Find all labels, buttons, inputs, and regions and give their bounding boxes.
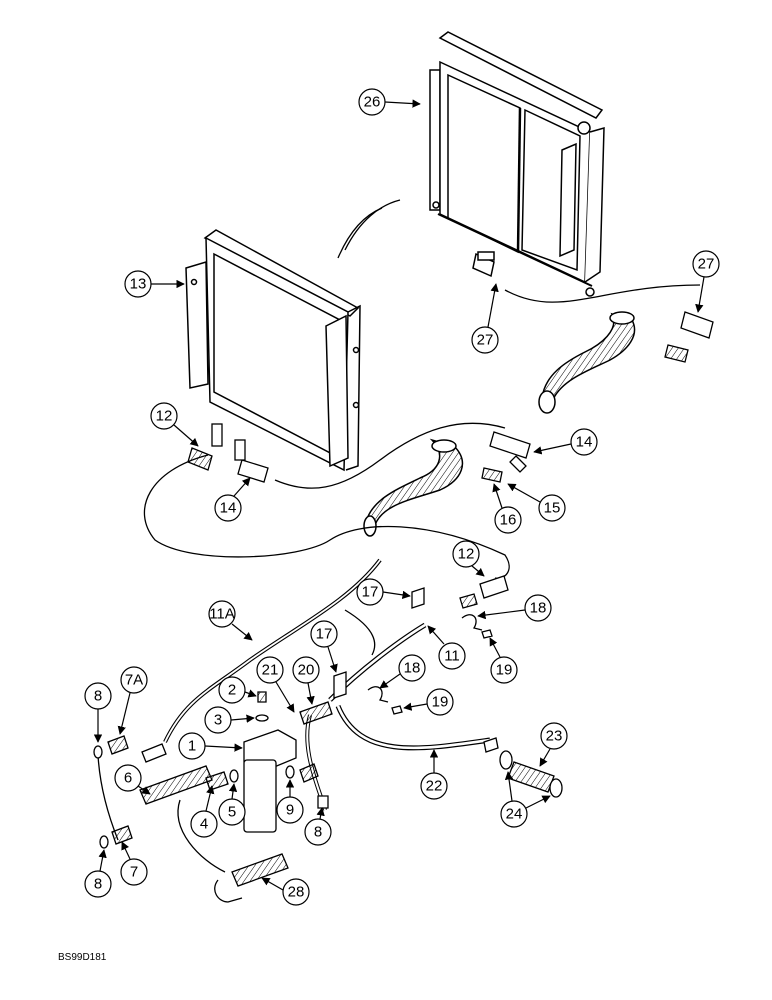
svg-text:27: 27 [477,332,494,349]
svg-text:23: 23 [546,728,563,745]
svg-text:12: 12 [156,408,173,425]
svg-text:8: 8 [94,688,102,705]
callout-7: 7 [120,858,148,886]
callout-12-upper: 12 [150,402,178,430]
svg-text:18: 18 [530,600,547,617]
callout-20: 20 [292,656,320,684]
radiator-upper [429,31,605,297]
callout-19-lower: 19 [426,688,454,716]
callout-8-upper: 8 [84,682,112,710]
svg-text:20: 20 [298,662,315,679]
callout-27-left: 27 [471,326,499,354]
svg-text:15: 15 [544,500,561,517]
callout-7A: 7A [120,666,148,694]
svg-text:21: 21 [262,662,279,679]
callout-22: 22 [420,772,448,800]
svg-text:22: 22 [426,778,443,795]
svg-text:9: 9 [286,802,294,819]
drawing-code: BS99D181 [58,952,107,963]
callout-13: 13 [124,270,152,298]
callout-21: 21 [256,656,284,684]
svg-text:14: 14 [220,500,237,517]
callout-27-right: 27 [692,250,720,278]
svg-text:17: 17 [316,626,333,643]
callout-14-right: 14 [570,428,598,456]
svg-text:6: 6 [124,770,132,787]
callout-17-upper: 17 [356,578,384,606]
callout-12-lower: 12 [452,540,480,568]
callout-18-upper: 18 [524,594,552,622]
hose-16 [363,438,464,537]
callouts: 26 13 27 27 12 14 14 15 16 12 17 18 19 1… [84,88,720,906]
callout-5: 5 [218,798,246,826]
svg-text:24: 24 [506,806,523,823]
callout-17-lower: 17 [310,620,338,648]
svg-text:13: 13 [130,276,147,293]
svg-text:1: 1 [188,738,196,755]
callout-11A: 11A [208,600,236,628]
svg-text:17: 17 [362,584,379,601]
callout-11: 11 [438,642,466,670]
callout-16: 16 [494,506,522,534]
callout-8-lower: 8 [84,870,112,898]
hose-upper [538,311,636,414]
callout-3: 3 [204,706,232,734]
svg-text:27: 27 [698,256,715,273]
svg-text:12: 12 [458,546,475,563]
cooler-lower [185,229,361,472]
callout-18-lower: 18 [398,654,426,682]
callout-6: 6 [114,764,142,792]
callout-23: 23 [540,722,568,750]
fittings [93,311,714,903]
svg-text:14: 14 [576,434,593,451]
svg-text:3: 3 [214,712,222,729]
callout-14-left: 14 [214,494,242,522]
svg-text:5: 5 [228,804,236,821]
callout-4: 4 [190,810,218,838]
callout-1: 1 [178,732,206,760]
svg-text:7: 7 [130,864,138,881]
svg-text:11: 11 [444,648,460,665]
svg-text:8: 8 [94,876,102,893]
svg-text:4: 4 [200,816,208,833]
svg-text:19: 19 [432,694,449,711]
svg-text:7A: 7A [125,672,143,689]
svg-text:11A: 11A [209,606,235,623]
callout-2: 2 [218,676,246,704]
svg-text:28: 28 [288,884,305,901]
callout-19-upper: 19 [490,656,518,684]
callout-10: 9 [276,796,304,824]
svg-text:19: 19 [496,662,513,679]
callout-15: 15 [538,494,566,522]
svg-text:26: 26 [364,94,381,111]
callout-9: 8 [304,818,332,846]
callout-24: 24 [500,800,528,828]
svg-text:16: 16 [500,512,517,529]
svg-text:8: 8 [314,824,322,841]
callout-26: 26 [358,88,386,116]
svg-text:18: 18 [404,660,421,677]
svg-text:2: 2 [228,682,236,699]
callout-28: 28 [282,878,310,906]
